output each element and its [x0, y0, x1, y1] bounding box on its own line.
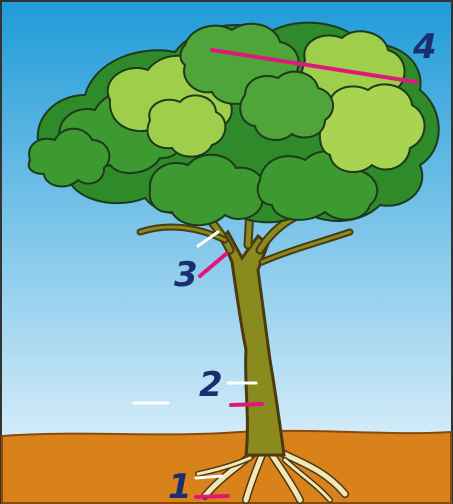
- marker-1: [196, 496, 228, 497]
- label-2: 2: [199, 365, 223, 405]
- label-4: 4: [412, 27, 437, 67]
- label-3: 3: [174, 255, 198, 295]
- marker-2: [231, 404, 262, 405]
- label-1: 1: [168, 467, 192, 504]
